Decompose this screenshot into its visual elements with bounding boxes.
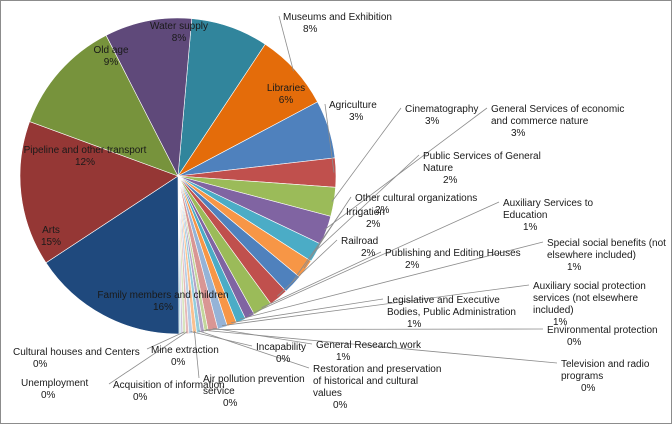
leader-line xyxy=(291,210,343,284)
leader-line xyxy=(277,239,338,297)
leader-line xyxy=(261,251,382,309)
pie-slice xyxy=(105,17,193,178)
leader-line xyxy=(303,196,352,269)
leader-line xyxy=(108,331,188,385)
leader-line xyxy=(278,15,294,72)
leader-line xyxy=(194,331,200,379)
leader-line xyxy=(205,328,544,330)
leader-line xyxy=(146,331,185,350)
leader-line xyxy=(202,329,558,364)
leader-line xyxy=(248,201,500,316)
leader-line xyxy=(331,107,402,202)
leader-line xyxy=(190,331,253,347)
leader-line xyxy=(231,298,384,323)
leader-line xyxy=(240,241,544,320)
leader-line xyxy=(324,107,488,231)
leader-line xyxy=(324,103,335,173)
leader-line xyxy=(314,154,420,253)
pie-slice xyxy=(45,175,180,335)
pie-slice xyxy=(19,121,179,264)
pie-slice xyxy=(29,34,179,177)
leader-line xyxy=(221,284,530,327)
leader-line xyxy=(198,330,310,369)
